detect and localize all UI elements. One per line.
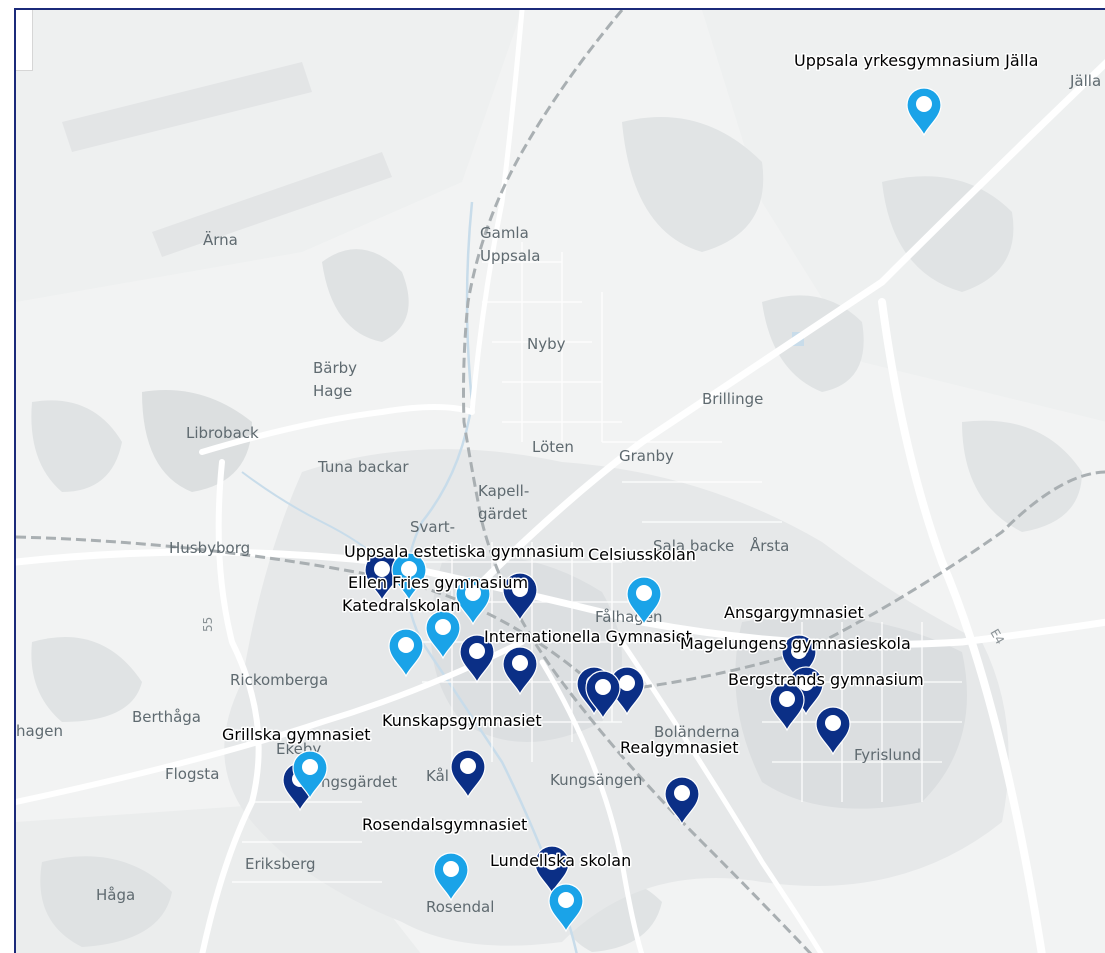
- school-label-uppsala-estetiska-gymnasium[interactable]: Uppsala estetiska gymnasium: [343, 541, 586, 563]
- place-label-kal: Kål: [426, 767, 449, 785]
- map-pin-icon[interactable]: [292, 750, 328, 800]
- map-pin-dot: [469, 643, 485, 659]
- place-label-kungsgardet: ngsgärdet: [321, 773, 397, 791]
- map-pin-dot: [558, 892, 574, 908]
- place-label-nyby: Nyby: [527, 335, 566, 353]
- school-labels: Uppsala yrkesgymnasium Jälla Uppsala est…: [221, 50, 1040, 872]
- road-label-e4: E4: [987, 627, 1007, 647]
- place-label-gamla: Gamla: [480, 224, 529, 242]
- map-pin-dot: [619, 675, 635, 691]
- place-label-libroback: Libroback: [186, 424, 259, 442]
- map-pin-icon[interactable]: [906, 87, 942, 137]
- map-pin-dot: [779, 691, 795, 707]
- place-label-kapell: Kapell-: [478, 482, 529, 500]
- place-label-flogsta: Flogsta: [165, 765, 219, 783]
- place-label-uppsala: Uppsala: [480, 247, 540, 265]
- map-pin-dot: [916, 96, 932, 112]
- school-label-celsiusskolan[interactable]: Celsiusskolan: [587, 544, 698, 566]
- school-label-kunskapsgymnasiet[interactable]: Kunskapsgymnasiet: [381, 710, 544, 732]
- map-pin-dot: [512, 655, 528, 671]
- place-label-gardet: gärdet: [478, 505, 527, 523]
- map-pin-icon[interactable]: [609, 666, 645, 716]
- map-pin-dot: [460, 758, 476, 774]
- map-pin-icon[interactable]: [548, 883, 584, 933]
- map-pin-dot: [398, 637, 414, 653]
- terrain-layer: [16, 10, 1105, 953]
- school-label-magelungens-gymnasieskola[interactable]: Magelungens gymnasieskola: [679, 633, 913, 655]
- place-label-tuna-backar: Tuna backar: [317, 458, 409, 476]
- map-pin-icon[interactable]: [459, 634, 495, 684]
- map-control-panel[interactable]: [16, 10, 33, 71]
- place-label-svart: Svart-: [410, 518, 455, 536]
- map-pin-icon[interactable]: [534, 845, 570, 895]
- map-pin-icon[interactable]: [391, 552, 427, 602]
- school-label-uppsala-yrkesgymnasium-jalla[interactable]: Uppsala yrkesgymnasium Jälla: [793, 50, 1040, 72]
- map-pin-dot: [435, 619, 451, 635]
- map-pin-dot: [465, 585, 481, 601]
- map-pin-icon[interactable]: [502, 646, 538, 696]
- place-label-arna: Ärna: [203, 230, 238, 249]
- map-canvas[interactable]: 55 E4 Ärna Gamla Uppsala Nyby Bärby Hage…: [16, 10, 1105, 953]
- place-label-arsta: Årsta: [750, 536, 789, 555]
- school-markers: [282, 87, 942, 933]
- school-label-lundellska-skolan[interactable]: Lundellska skolan: [489, 850, 633, 872]
- school-label-realgymnasiet[interactable]: Realgymnasiet: [619, 737, 741, 759]
- map-pin-icon[interactable]: [425, 610, 461, 660]
- map-pin-dot: [595, 679, 611, 695]
- place-label-bolanderna: Boländerna: [654, 723, 740, 741]
- map-pin-icon[interactable]: [388, 628, 424, 678]
- map-pin-dot: [825, 715, 841, 731]
- place-label-fyrislund: Fyrislund: [854, 746, 921, 764]
- place-label-husbyborg: Husbyborg: [169, 539, 250, 557]
- place-label-hage: Hage: [313, 382, 352, 400]
- school-label-internationella-gymnasiet[interactable]: Internationella Gymnasiet: [483, 626, 694, 648]
- map-pin-dot: [443, 861, 459, 877]
- map-pin-icon[interactable]: [769, 682, 805, 732]
- map-pin-icon[interactable]: [781, 634, 817, 684]
- school-label-katedralskolan[interactable]: Katedralskolan: [341, 595, 462, 617]
- map-pin-icon[interactable]: [815, 706, 851, 756]
- map-pin-dot: [791, 643, 807, 659]
- place-label-hagen: hagen: [16, 722, 63, 740]
- map-pin-icon[interactable]: [664, 776, 700, 826]
- map-pin-icon[interactable]: [433, 852, 469, 902]
- place-label-loten: Löten: [532, 438, 574, 456]
- map-pin-icon[interactable]: [364, 552, 400, 602]
- place-label-eriksberg: Eriksberg: [245, 855, 316, 873]
- road-shield-55: 55: [201, 617, 215, 632]
- place-labels: Ärna Gamla Uppsala Nyby Bärby Hage Brill…: [16, 72, 1101, 916]
- school-label-rosendalsgymnasiet[interactable]: Rosendalsgymnasiet: [361, 814, 529, 836]
- map-pin-dot: [512, 581, 528, 597]
- map-pin-dot: [374, 561, 390, 577]
- place-label-rickomberga: Rickomberga: [230, 671, 328, 689]
- place-label-haga: Håga: [96, 886, 135, 904]
- map-pin-dot: [636, 585, 652, 601]
- place-label-granby: Granby: [619, 447, 674, 465]
- railway-layer: [16, 10, 1105, 953]
- map-pin-dot: [674, 785, 690, 801]
- place-label-barby: Bärby: [313, 359, 357, 377]
- school-label-bergstrands-gymnasium[interactable]: Bergstrands gymnasium: [727, 669, 926, 691]
- map-pin-icon[interactable]: [626, 576, 662, 626]
- school-label-ansgargymnasiet[interactable]: Ansgargymnasiet: [723, 602, 866, 624]
- place-label-berthaga: Berthåga: [132, 708, 201, 726]
- map-pin-dot: [798, 675, 814, 691]
- map-pin-icon[interactable]: [502, 572, 538, 622]
- map-pin-dot: [302, 759, 318, 775]
- map-pin-dot: [544, 854, 560, 870]
- school-label-ellen-fries-gymnasium[interactable]: Ellen Fries gymnasium: [347, 572, 530, 594]
- road-label-55: 55: [201, 617, 215, 632]
- road-shield-e4: E4: [987, 627, 1007, 647]
- place-label-jalla: Jälla: [1069, 72, 1101, 90]
- map-pin-dot: [401, 561, 417, 577]
- place-label-sala-backe: Sala backe: [653, 537, 734, 555]
- place-label-brillinge: Brillinge: [702, 390, 763, 408]
- place-label-kungsangen: Kungsängen: [550, 771, 642, 789]
- place-label-rosendal: Rosendal: [426, 898, 494, 916]
- map-pin-icon[interactable]: [450, 749, 486, 799]
- map-pin-icon[interactable]: [455, 576, 491, 626]
- map-frame: 55 E4 Ärna Gamla Uppsala Nyby Bärby Hage…: [14, 8, 1105, 953]
- school-label-grillska-gymnasiet[interactable]: Grillska gymnasiet: [221, 724, 373, 746]
- map-pin-icon[interactable]: [585, 670, 621, 720]
